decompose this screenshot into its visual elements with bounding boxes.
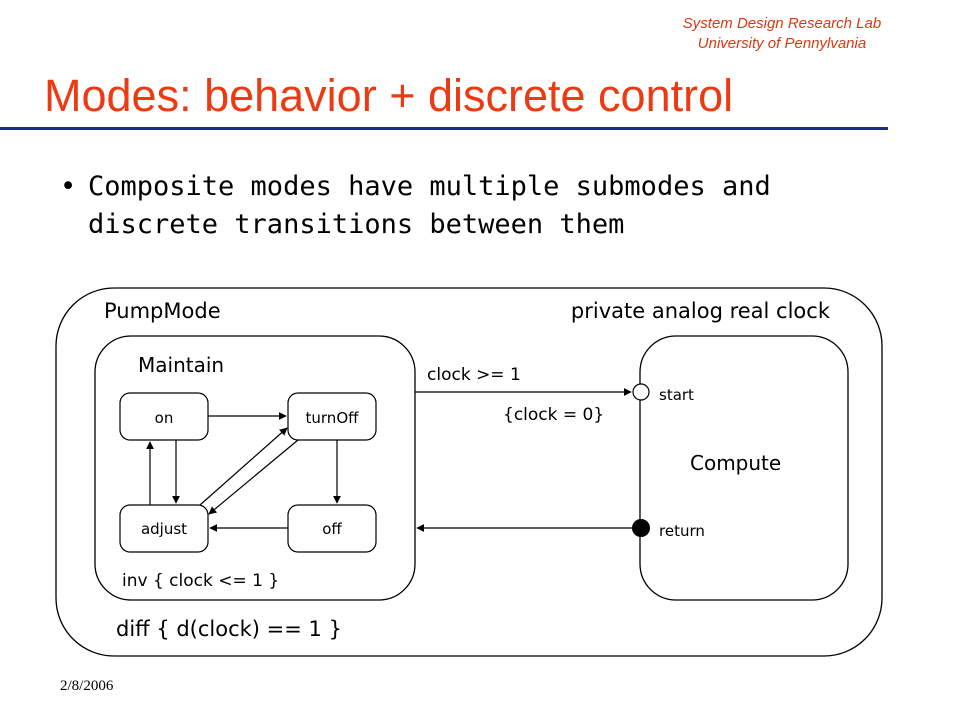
compute-start-entry-icon <box>632 383 650 401</box>
maintain-label: Maintain <box>138 353 224 377</box>
state-adjust-label: adjust <box>141 520 187 538</box>
bullet-text: Composite modes have multiple submodes a… <box>88 171 771 240</box>
state-adjust-box <box>119 504 209 553</box>
state-on-label: on <box>155 409 174 427</box>
maintain-mode-box <box>94 335 416 601</box>
private-clock-declaration: private analog real clock <box>571 299 831 323</box>
compute-mode-box <box>639 335 849 601</box>
transition-adjust-to-turnoff <box>199 427 288 506</box>
transition-turnoff-to-adjust <box>208 439 299 515</box>
slide-date: 2/8/2006 <box>60 678 114 694</box>
compute-return-label: return <box>659 522 705 540</box>
inv-constraint-label: inv { clock <= 1 } <box>122 571 279 591</box>
state-off-label: off <box>322 520 342 538</box>
pumpmode-box <box>55 287 883 657</box>
pumpmode-label: PumpMode <box>104 299 221 323</box>
transition-guard-label: clock >= 1 <box>427 365 521 385</box>
state-turnoff-box <box>287 392 377 441</box>
bullet-icon: • <box>60 171 77 202</box>
diff-constraint-label: diff { d(clock) == 1 } <box>116 617 342 641</box>
lab-name: System Design Research Lab <box>682 15 882 32</box>
title-underline <box>0 127 888 130</box>
compute-label: Compute <box>690 451 781 475</box>
university-name: University of Pennylvania <box>697 35 867 52</box>
slide-title: Modes: behavior + discrete control <box>44 70 734 121</box>
compute-return-exit-icon <box>632 519 650 537</box>
state-turnoff-label: turnOff <box>306 409 360 427</box>
transition-action-label: {clock = 0} <box>503 405 604 425</box>
compute-start-label: start <box>659 386 694 404</box>
lab-affiliation: System Design Research Lab University of… <box>632 14 932 54</box>
